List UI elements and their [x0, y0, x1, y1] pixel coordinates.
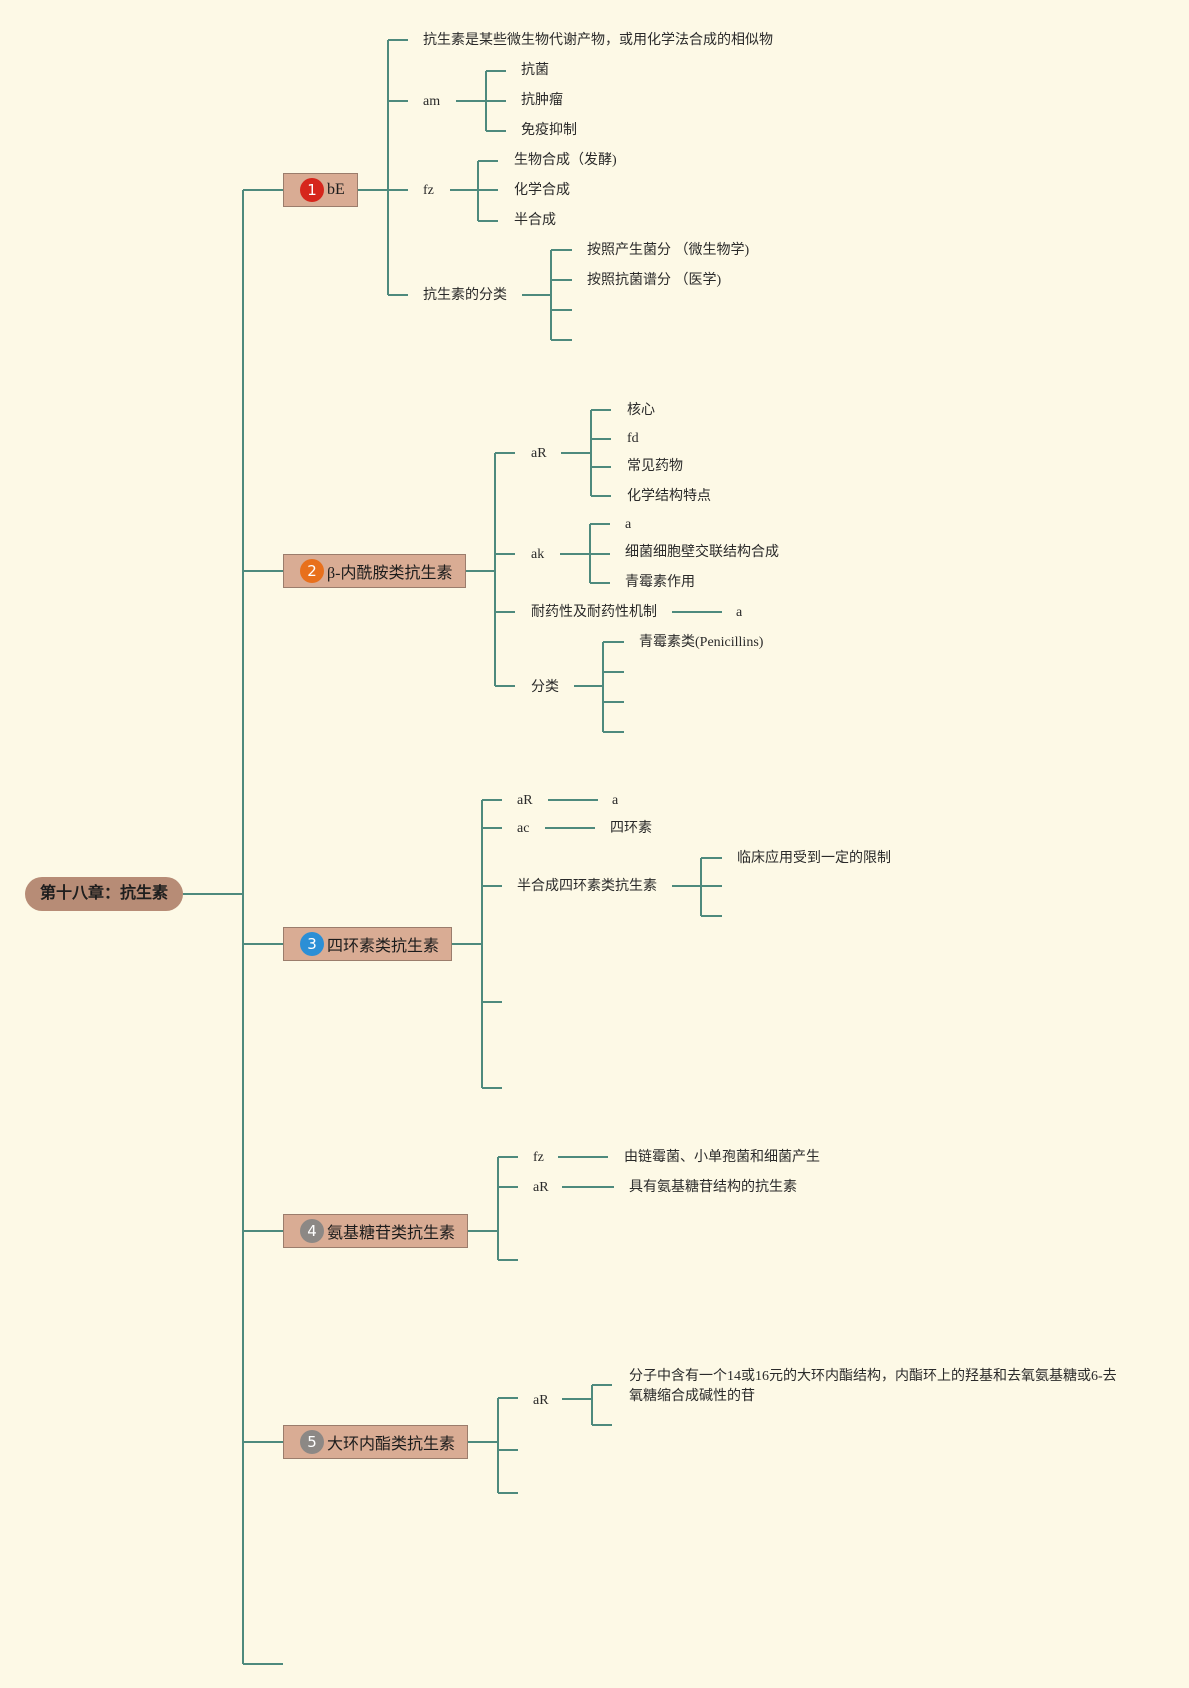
topic-1-title: bE — [327, 181, 345, 198]
b1-fz-item[interactable]: 化学合成 — [514, 183, 570, 198]
b2-cls-item[interactable]: 青霉素类(Penicillins) — [639, 635, 764, 650]
b1-am-item[interactable]: 抗菌 — [521, 63, 549, 78]
b2-aR-item[interactable]: 常见药物 — [627, 459, 683, 474]
b1-cls-item[interactable]: 按照产生菌分 （微生物学) — [587, 243, 750, 258]
b3-ac-value[interactable]: 四环素 — [610, 821, 652, 836]
b5-aR-value[interactable]: 分子中含有一个14或16元的大环内酯结构，内酯环上的羟基和去氧氨基糖或6-去氧糖… — [629, 1369, 1117, 1404]
b4-aR-label[interactable]: aR — [533, 1180, 549, 1195]
topic-1[interactable]: 1 bE — [283, 173, 358, 207]
b3-semi-item[interactable]: 临床应用受到一定的限制 — [737, 851, 891, 866]
badge-5-icon: 5 — [300, 1430, 324, 1454]
badge-3-icon: 3 — [300, 932, 324, 956]
b2-ak-label[interactable]: ak — [531, 547, 545, 562]
b4-aR-value[interactable]: 具有氨基糖苷结构的抗生素 — [629, 1180, 797, 1195]
b1-cls-label[interactable]: 抗生素的分类 — [423, 288, 507, 303]
b4-fz-value[interactable]: 由链霉菌、小单孢菌和细菌产生 — [624, 1150, 820, 1165]
b1-am-item[interactable]: 免疫抑制 — [521, 123, 577, 138]
topic-5[interactable]: 5 大环内酯类抗生素 — [283, 1425, 468, 1459]
topic-4-title: 氨基糖苷类抗生素 — [327, 1225, 456, 1242]
b1-am-label[interactable]: am — [423, 94, 441, 109]
b1-cls-item[interactable]: 按照抗菌谱分 （医学) — [587, 273, 722, 288]
b1-definition[interactable]: 抗生素是某些微生物代谢产物，或用化学法合成的相似物 — [423, 33, 773, 48]
b3-aR-value[interactable]: a — [612, 793, 619, 808]
b2-ak-item[interactable]: 细菌细胞壁交联结构合成 — [625, 545, 779, 560]
root-topic[interactable]: 第十八章：抗生素 — [25, 877, 183, 911]
b1-fz-item[interactable]: 生物合成（发酵) — [514, 153, 617, 168]
b2-resistance-label[interactable]: 耐药性及耐药性机制 — [531, 605, 657, 620]
b3-semi-label[interactable]: 半合成四环素类抗生素 — [517, 879, 657, 894]
b2-aR-item[interactable]: 核心 — [627, 403, 655, 418]
topic-5-title: 大环内酯类抗生素 — [327, 1436, 456, 1453]
b2-resistance-value[interactable]: a — [736, 605, 743, 620]
topic-2-title: β-内酰胺类抗生素 — [327, 565, 453, 582]
b2-ak-item[interactable]: a — [625, 517, 632, 532]
b2-aR-item[interactable]: 化学结构特点 — [627, 489, 711, 504]
topic-2[interactable]: 2 β-内酰胺类抗生素 — [283, 554, 466, 588]
b2-aR-item[interactable]: fd — [627, 431, 639, 446]
topic-3[interactable]: 3 四环素类抗生素 — [283, 927, 452, 961]
b2-cls-label[interactable]: 分类 — [531, 680, 559, 695]
b3-ac-label[interactable]: ac — [517, 821, 530, 836]
badge-4-icon: 4 — [300, 1219, 324, 1243]
b5-aR-label[interactable]: aR — [533, 1393, 549, 1408]
badge-1-icon: 1 — [300, 178, 324, 202]
b1-fz-label[interactable]: fz — [423, 183, 434, 198]
b3-aR-label[interactable]: aR — [517, 793, 533, 808]
b2-aR-label[interactable]: aR — [531, 446, 547, 461]
topic-4[interactable]: 4 氨基糖苷类抗生素 — [283, 1214, 468, 1248]
topic-3-title: 四环素类抗生素 — [327, 938, 440, 955]
b4-fz-label[interactable]: fz — [533, 1150, 544, 1165]
b2-ak-item[interactable]: 青霉素作用 — [625, 575, 695, 590]
b1-am-item[interactable]: 抗肿瘤 — [521, 93, 563, 108]
badge-2-icon: 2 — [300, 559, 324, 583]
b1-fz-item[interactable]: 半合成 — [514, 213, 556, 228]
